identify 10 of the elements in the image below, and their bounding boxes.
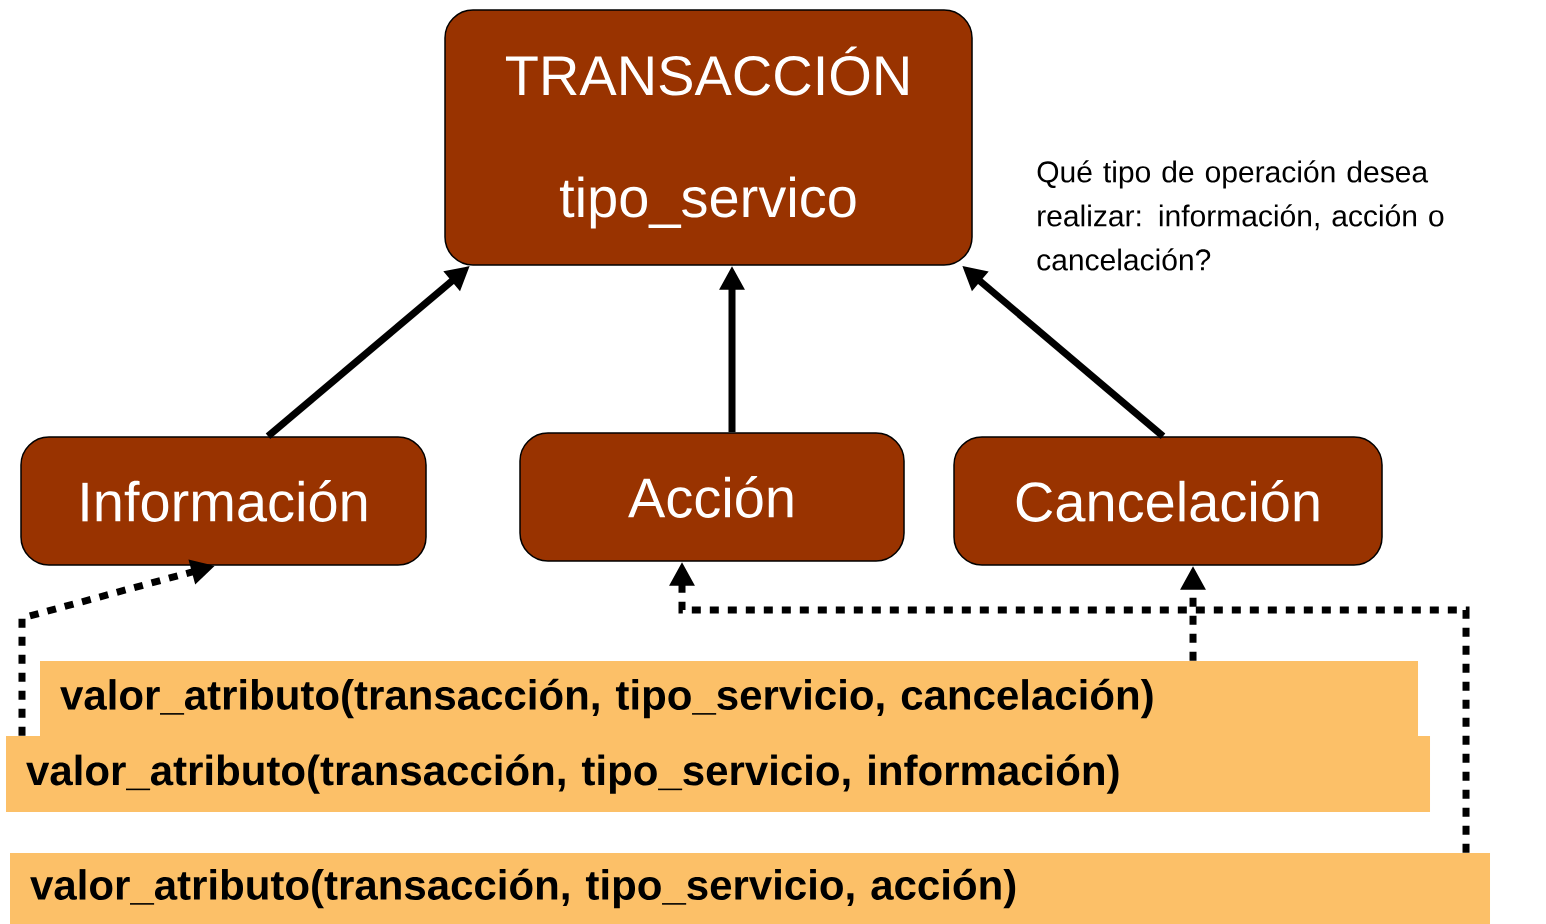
process-box: TRANSACCIÓN tipo_servico bbox=[444, 9, 973, 266]
process-box: Cancelación bbox=[953, 436, 1383, 566]
highlighted-band: valor_atributo(transacción, tipo_servicio, información) bbox=[6, 736, 1430, 812]
highlighted-band: valor_atributo(transacción, tipo_servicio, cancelación) bbox=[40, 661, 1418, 736]
note-text: Qué tipo de operación desea realizar: información, acción o cancelación? bbox=[1037, 160, 1444, 271]
node-label: valor_atributo(transacción, tipo_servicio, información) bbox=[26, 754, 1119, 794]
process-box: Acción bbox=[519, 432, 905, 562]
node-label: valor_atributo(transacción, tipo_servicio, cancelación) bbox=[60, 678, 1153, 719]
process-box: Información bbox=[20, 436, 427, 566]
highlighted-band: valor_atributo(transacción, tipo_servicio, acción) bbox=[10, 853, 1490, 924]
